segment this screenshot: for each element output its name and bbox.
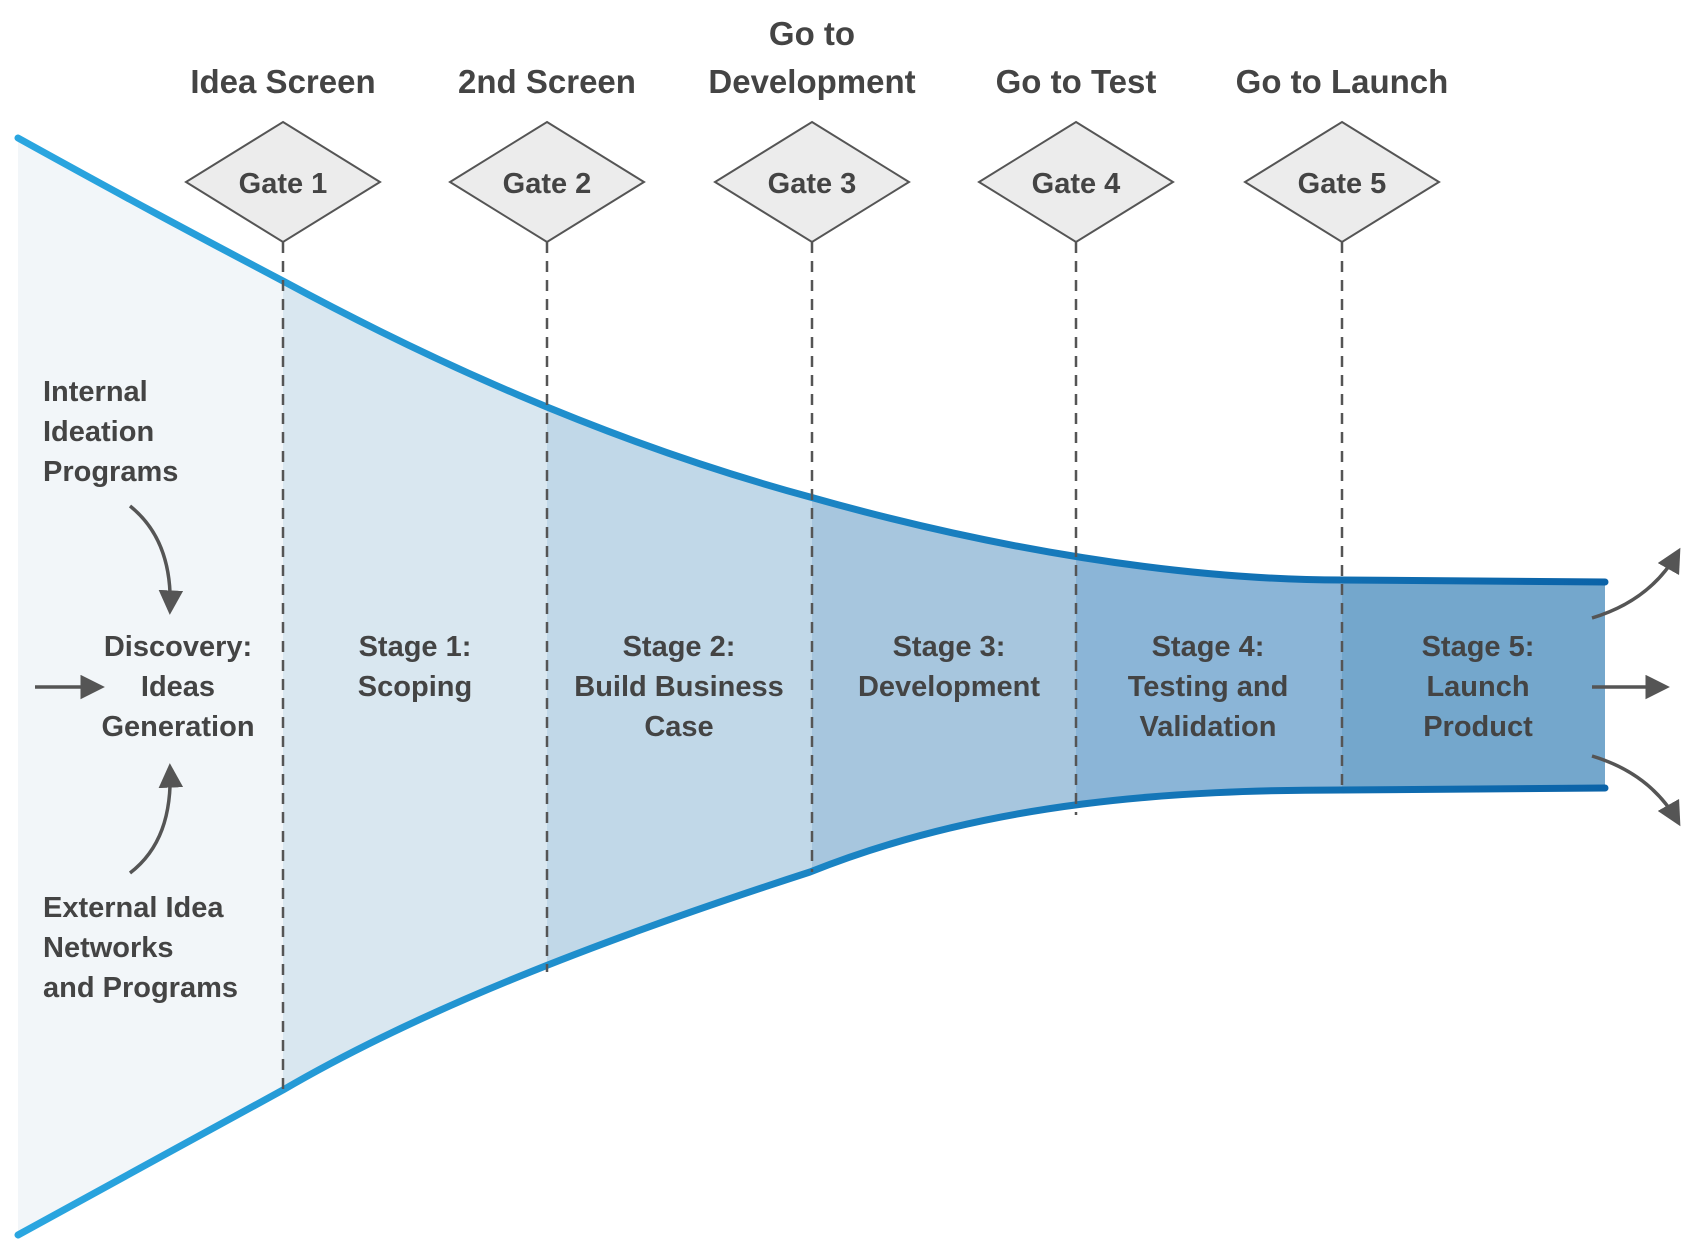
gate-2-name: Gate 2 bbox=[503, 168, 592, 200]
discovery-label-line-3: Generation bbox=[101, 711, 254, 743]
stage-3-label: Stage 3: Development bbox=[858, 631, 1040, 703]
stage-5-label: Stage 5: Launch Product bbox=[1422, 631, 1535, 743]
gate-5-label: Go to Launch bbox=[1236, 63, 1449, 100]
gate-1: Gate 1 Idea Screen bbox=[184, 63, 382, 244]
external-label-line-2: Networks bbox=[43, 932, 174, 964]
stage-4-label-line-3: Validation bbox=[1140, 711, 1277, 743]
gate-4-label: Go to Test bbox=[996, 63, 1157, 100]
output-arrow-up bbox=[1591, 547, 1681, 620]
stage-4-label: Stage 4: Testing and Validation bbox=[1128, 631, 1289, 743]
stage-4-label-line-2: Testing and bbox=[1128, 671, 1289, 703]
external-idea-label: External Idea Networks and Programs bbox=[43, 892, 238, 1004]
funnel-top-edge bbox=[14, 134, 1609, 586]
stage-5-label-line-1: Stage 5: bbox=[1422, 631, 1535, 663]
gate-3-label-line-2: Development bbox=[708, 63, 915, 100]
discovery-label: Discovery: Ideas Generation bbox=[101, 631, 254, 743]
discovery-label-line-2: Ideas bbox=[141, 671, 215, 703]
output-arrow-down bbox=[1591, 754, 1681, 827]
gate-dividers bbox=[281, 242, 1344, 1090]
gate-1-label: Idea Screen bbox=[190, 63, 375, 100]
flow-arrows bbox=[35, 504, 1681, 875]
external-label-line-3: and Programs bbox=[43, 972, 238, 1004]
stage-1-label-line-2: Scoping bbox=[358, 671, 472, 703]
gate-5: Gate 5 Go to Launch bbox=[1236, 63, 1449, 244]
stage-2-label-line-2: Build Business bbox=[574, 671, 784, 703]
internal-label-line-1: Internal bbox=[43, 376, 148, 408]
gate-3: Gate 3 Go to Development bbox=[708, 15, 916, 244]
stage-2-label-line-1: Stage 2: bbox=[623, 631, 736, 663]
stage-2-label-line-3: Case bbox=[644, 711, 713, 743]
gate-2: Gate 2 2nd Screen bbox=[448, 63, 646, 244]
stage-3-label-line-1: Stage 3: bbox=[893, 631, 1006, 663]
stage-4-label-line-1: Stage 4: bbox=[1152, 631, 1265, 663]
gate-2-diamond bbox=[448, 120, 646, 244]
stage-1-label-line-1: Stage 1: bbox=[359, 631, 472, 663]
internal-input-arrow bbox=[128, 504, 184, 615]
gate-1-diamond bbox=[184, 120, 382, 244]
gate-3-label-line-1: Go to bbox=[769, 15, 855, 52]
gate-1-name: Gate 1 bbox=[239, 168, 328, 200]
gate-4: Gate 4 Go to Test bbox=[977, 63, 1175, 244]
funnel-stage-fills bbox=[18, 138, 1605, 1235]
external-label-line-1: External Idea bbox=[43, 892, 224, 924]
gate-4-diamond bbox=[977, 120, 1175, 244]
gate-3-name: Gate 3 bbox=[768, 168, 857, 200]
gate-3-diamond bbox=[713, 120, 911, 244]
internal-ideation-label: Internal Ideation Programs bbox=[43, 376, 178, 488]
gate-2-label: 2nd Screen bbox=[458, 63, 636, 100]
gate-5-diamond bbox=[1243, 120, 1441, 244]
stage-5-label-line-2: Launch bbox=[1426, 671, 1529, 703]
internal-label-line-3: Programs bbox=[43, 456, 178, 488]
stage-2-label: Stage 2: Build Business Case bbox=[574, 631, 784, 743]
internal-label-line-2: Ideation bbox=[43, 416, 154, 448]
external-input-arrow bbox=[128, 763, 184, 875]
stage-1-label: Stage 1: Scoping bbox=[358, 631, 472, 703]
stage-3-label-line-2: Development bbox=[858, 671, 1040, 703]
funnel-bottom-edge bbox=[14, 784, 1609, 1239]
stage-5-label-line-3: Product bbox=[1423, 711, 1533, 743]
discovery-label-line-1: Discovery: bbox=[104, 631, 252, 663]
gate-5-name: Gate 5 bbox=[1298, 168, 1387, 200]
gate-4-name: Gate 4 bbox=[1032, 168, 1121, 200]
